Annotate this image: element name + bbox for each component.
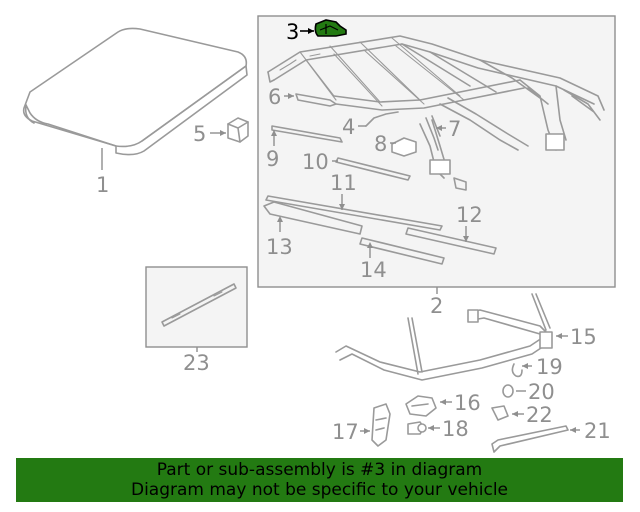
callout-15: 15 xyxy=(570,325,597,349)
part-11-rail-seal[interactable]: 11 xyxy=(265,171,443,231)
part-18-bolt[interactable]: 18 xyxy=(407,417,469,441)
part-13-retainer[interactable]: 13 xyxy=(263,201,363,259)
part-6-link[interactable]: 6 xyxy=(268,85,337,109)
callout-18: 18 xyxy=(442,417,469,441)
part-12-seal[interactable]: 12 xyxy=(405,203,497,255)
part-20-washer[interactable]: 20 xyxy=(502,380,555,404)
callout-10: 10 xyxy=(302,150,329,174)
part-7-rod[interactable]: 7 xyxy=(425,115,461,151)
callout-1: 1 xyxy=(96,173,109,197)
part-1-roof-cover[interactable]: 1 xyxy=(22,27,248,197)
callout-9: 9 xyxy=(266,147,279,171)
part-14-retainer[interactable]: 14 xyxy=(359,237,445,282)
sub-assembly-2-panel xyxy=(257,15,616,288)
notice-line-2: Diagram may not be specific to your vehi… xyxy=(130,480,508,500)
part-2-top-frame[interactable] xyxy=(267,35,605,191)
callout-8: 8 xyxy=(374,132,387,156)
part-21-rod[interactable]: 21 xyxy=(491,419,611,453)
part-19-clip[interactable]: 19 xyxy=(511,355,563,379)
callout-7: 7 xyxy=(448,117,461,141)
callout-4: 4 xyxy=(342,115,355,139)
callout-17: 17 xyxy=(332,420,359,444)
part-16-bracket[interactable]: 16 xyxy=(405,391,481,417)
part-8-clip[interactable]: 8 xyxy=(374,132,417,157)
part-5-bracket[interactable]: 5 xyxy=(193,117,249,146)
callout-3: 3 xyxy=(286,20,299,44)
part-17-cover[interactable]: 17 xyxy=(332,403,391,447)
part-15-pivot[interactable]: 15 xyxy=(556,325,597,349)
part-22-latch[interactable]: 22 xyxy=(491,403,553,427)
diagram-notice-banner: Part or sub-assembly is #3 in diagram Di… xyxy=(16,458,623,502)
part-9-seal-strip[interactable]: 9 xyxy=(266,125,343,171)
part-23-weatherstrip[interactable]: 23 xyxy=(145,266,248,375)
notice-line-1: Part or sub-assembly is #3 in diagram xyxy=(156,460,483,480)
part-10-seal[interactable]: 10 xyxy=(302,150,411,181)
callout-23: 23 xyxy=(183,351,210,375)
part-3-highlighted[interactable]: 3 xyxy=(286,19,347,44)
callout-20: 20 xyxy=(528,380,555,404)
callout-19: 19 xyxy=(536,355,563,379)
callout-16: 16 xyxy=(454,391,481,415)
callout-22: 22 xyxy=(526,403,553,427)
callout-12: 12 xyxy=(456,203,483,227)
callout-21: 21 xyxy=(584,419,611,443)
lower-bow-frame[interactable] xyxy=(335,293,553,381)
callout-5: 5 xyxy=(193,122,206,146)
callout-6: 6 xyxy=(268,85,281,109)
callout-13: 13 xyxy=(266,235,293,259)
callout-14: 14 xyxy=(360,258,387,282)
callout-11: 11 xyxy=(330,171,357,195)
part-4-cable[interactable]: 4 xyxy=(342,111,399,139)
callout-2: 2 xyxy=(430,294,443,318)
